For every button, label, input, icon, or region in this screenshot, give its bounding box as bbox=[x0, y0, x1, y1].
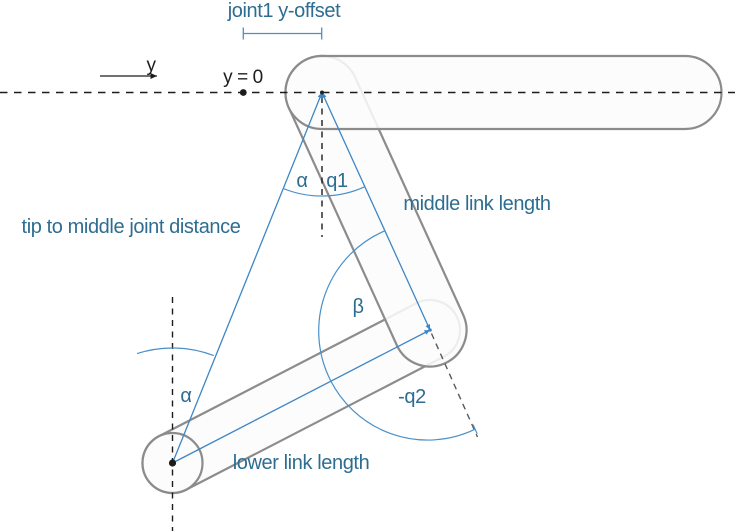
lower-alpha-arc bbox=[136, 347, 214, 357]
middle-link-extension-dashed-line bbox=[430, 333, 479, 438]
tip-to-middle-joint-line bbox=[171, 92, 323, 464]
label-y-zero: y = 0 bbox=[223, 67, 263, 88]
y-zero-dot bbox=[239, 89, 247, 96]
top-joint-dot bbox=[320, 90, 324, 95]
q2-arc-end-tick bbox=[472, 424, 478, 435]
label-lower-link-length: lower link length bbox=[233, 452, 370, 474]
arm-links bbox=[141, 54, 723, 495]
label-neg-q2: -q2 bbox=[398, 386, 426, 408]
alpha-q1-arc bbox=[283, 186, 365, 197]
label-alpha-lower: α bbox=[180, 385, 191, 407]
angle-arcs bbox=[136, 186, 478, 441]
label-tip-to-middle-joint-distance: tip to middle joint distance bbox=[22, 216, 241, 238]
lower-joint-dot bbox=[168, 459, 177, 467]
beta-arc-start-tick bbox=[382, 226, 388, 236]
label-beta: β bbox=[352, 296, 363, 318]
measure-lines bbox=[171, 92, 431, 464]
middle-link-length-line bbox=[321, 92, 431, 331]
beta-q2-arc bbox=[318, 230, 476, 441]
middle-joint-dot bbox=[428, 328, 432, 332]
label-alpha-top: α bbox=[296, 170, 307, 192]
label-y-axis: y bbox=[146, 55, 156, 76]
label-middle-link-length: middle link length bbox=[403, 193, 550, 215]
lower-link-length-line bbox=[172, 329, 431, 464]
joint-markers bbox=[168, 89, 432, 467]
label-joint1-y-offset: joint1 y-offset bbox=[227, 0, 341, 22]
joint1-y-offset-dimension bbox=[242, 27, 323, 40]
text-labels: joint1 y-offset y y = 0 α q1 middle link… bbox=[22, 0, 552, 474]
label-q1: q1 bbox=[326, 170, 348, 192]
